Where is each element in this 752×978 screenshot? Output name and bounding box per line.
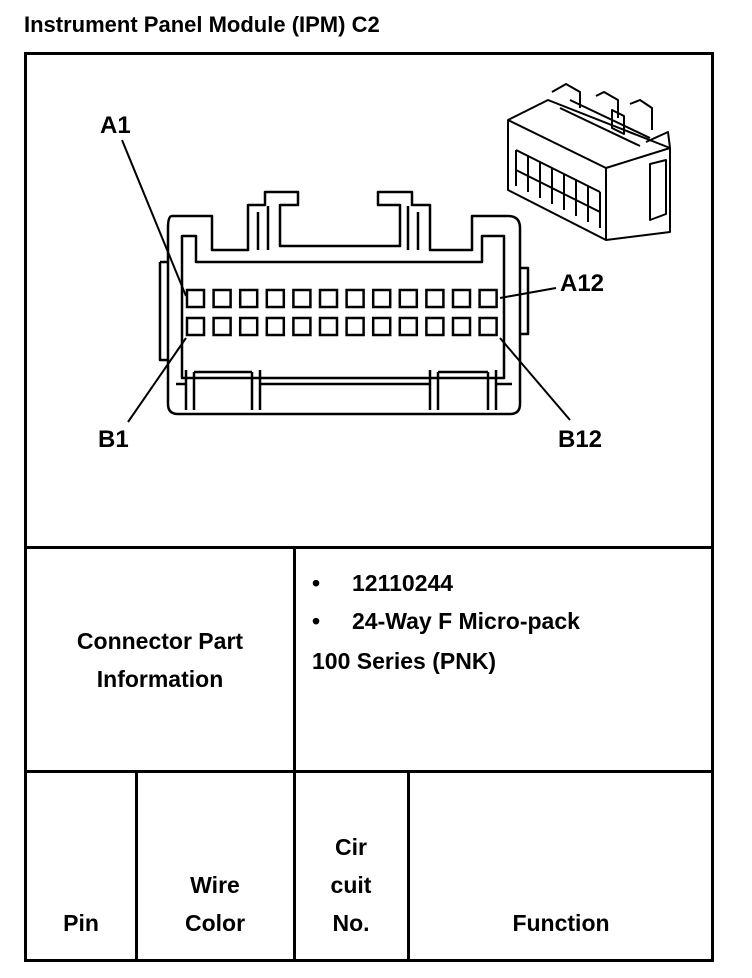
divider-table-bottom	[24, 959, 714, 962]
page-title: Instrument Panel Module (IPM) C2	[24, 12, 380, 37]
pin-cavity-a9	[398, 288, 419, 309]
connector-body-outline	[166, 190, 522, 416]
pin-label-a1: A1	[100, 112, 131, 139]
latch-right	[406, 206, 420, 250]
pin-label-b1: B1	[98, 426, 129, 453]
pin-cavity-b2	[212, 316, 232, 337]
pin-label-b12: B12	[558, 426, 603, 453]
pin-cavity-a5	[292, 288, 312, 309]
connector-description: 24-Way F Micro-pack	[352, 608, 580, 634]
pin-cavity-b11	[451, 316, 472, 337]
header-circuit-line3: No.	[332, 910, 370, 936]
key-right	[428, 370, 498, 410]
pin-label-a12: A12	[560, 270, 605, 297]
pin-cavity-a10	[425, 288, 445, 309]
connector-table-frame	[24, 52, 714, 962]
pin-cavity-b9	[398, 316, 419, 337]
header-wire-line2: Color	[184, 910, 246, 936]
header-wire-line1: Wire	[190, 872, 240, 898]
pin-cavity-b8	[371, 316, 392, 337]
pin-cavity-b7	[345, 316, 365, 337]
pin-cavity-b1	[185, 316, 206, 337]
pin-cavities	[185, 288, 498, 337]
pin-cavity-a1	[185, 288, 206, 309]
divider-pin-column	[135, 770, 138, 962]
pin-cavity-a6	[318, 288, 339, 309]
connector-info-label: Connector Part Information	[28, 622, 292, 698]
pin-cavity-b10	[425, 316, 445, 337]
header-circuit-no: Cir cuit No.	[296, 828, 406, 942]
part-number: 12110244	[352, 570, 454, 596]
pin-cavity-b6	[318, 316, 339, 337]
connector-info-label-line2: Information	[96, 666, 224, 692]
header-pin-text: Pin	[63, 910, 99, 936]
key-left	[184, 370, 262, 410]
pin-cavity-b5	[292, 316, 312, 337]
divider-circuit-column	[407, 770, 410, 962]
connector-info-label-line1: Connector Part	[76, 628, 244, 654]
divider-info-column	[293, 546, 296, 962]
side-tab-left	[158, 260, 168, 362]
leader-a12	[499, 287, 557, 299]
pin-cavity-a12	[478, 288, 498, 309]
connector-series: 100 Series (PNK)	[312, 648, 497, 674]
side-tab-right	[520, 266, 530, 336]
connector-inner-outline	[180, 234, 506, 380]
connector-iso-illustration	[507, 83, 671, 241]
part-number-item: • 12110244	[312, 570, 453, 597]
header-wire-color: Wire Color	[138, 866, 292, 942]
description-item: • 24-Way F Micro-pack	[312, 608, 580, 635]
header-circuit-line2: cuit	[330, 872, 372, 898]
header-pin: Pin	[28, 904, 134, 942]
divider-info-bottom	[24, 770, 714, 773]
header-circuit-line1: Cir	[335, 834, 367, 860]
pin-cavity-a2	[212, 288, 232, 309]
pin-cavity-a7	[345, 288, 365, 309]
latch-left	[256, 206, 270, 250]
pin-cavity-b4	[265, 316, 286, 337]
pin-cavity-a11	[451, 288, 472, 309]
bullet: •	[312, 608, 321, 634]
leader-b12	[499, 337, 571, 421]
header-function: Function	[410, 904, 712, 942]
pin-cavity-a3	[238, 288, 259, 309]
leader-b1	[127, 337, 187, 423]
pin-cavity-b12	[478, 316, 498, 337]
divider-diagram-bottom	[24, 546, 714, 549]
pin-cavity-b3	[238, 316, 259, 337]
header-function-text: Function	[512, 910, 610, 936]
pin-cavity-a8	[371, 288, 392, 309]
pin-cavity-a4	[265, 288, 286, 309]
bullet: •	[312, 570, 321, 596]
leader-a1	[121, 139, 187, 297]
